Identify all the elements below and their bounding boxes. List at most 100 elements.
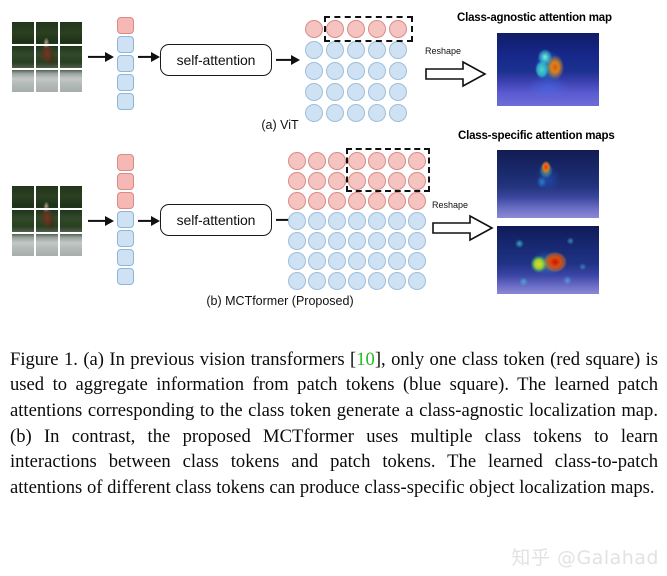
- patch-attention-cell: [348, 212, 366, 230]
- class-attention-cell: [368, 152, 386, 170]
- patch-attention-cell: [368, 252, 386, 270]
- class-specific-attention-map-person: [497, 150, 599, 218]
- patch-attention-cell: [368, 41, 386, 59]
- panel-b-sub-caption: (b) MCTformer (Proposed): [206, 294, 354, 308]
- panel-a-input-image-patches: [12, 22, 82, 92]
- patch-attention-cell: [326, 62, 344, 80]
- patch-attention-cell: [347, 62, 365, 80]
- panel-b-class-to-patch-highlight: [346, 148, 430, 192]
- patch-attention-cell: [389, 104, 407, 122]
- patch-attention-cell: [388, 232, 406, 250]
- patch-token: [117, 74, 134, 91]
- caption-prefix: Figure 1. (a) In previous vision transfo…: [10, 348, 357, 370]
- patch-attention-cell: [408, 212, 426, 230]
- class-attention-cell: [326, 20, 344, 38]
- patch-attention-cell: [388, 272, 406, 290]
- patch-token: [117, 211, 134, 228]
- patch-attention-cell: [288, 232, 306, 250]
- patch-token: [117, 268, 134, 285]
- patch-attention-cell: [368, 212, 386, 230]
- patch-attention-cell: [305, 83, 323, 101]
- arrow-attention-to-grid-a: [276, 55, 300, 65]
- patch-attention-cell: [288, 272, 306, 290]
- class-attention-cell: [368, 172, 386, 190]
- self-attention-label: self-attention: [176, 52, 256, 68]
- patch-attention-cell: [305, 62, 323, 80]
- reshape-arrow-icon: [425, 60, 487, 88]
- patch-attention-cell: [389, 62, 407, 80]
- patch-attention-cell: [408, 252, 426, 270]
- panel-b-attention-grid: [288, 152, 426, 290]
- image-patch: [36, 22, 58, 44]
- image-patch: [60, 46, 82, 68]
- patch-token: [117, 230, 134, 247]
- panel-a-token-column: [117, 17, 134, 112]
- patch-attention-cell: [326, 104, 344, 122]
- reshape-label: Reshape: [432, 200, 469, 210]
- patch-attention-cell: [288, 252, 306, 270]
- image-patch: [36, 234, 58, 256]
- image-patch: [36, 46, 58, 68]
- class-attention-cell: [328, 172, 346, 190]
- class-token: [117, 173, 134, 190]
- panel-a-sub-caption: (a) ViT: [261, 118, 299, 132]
- class-attention-cell: [305, 20, 323, 38]
- patch-attention-cell: [305, 41, 323, 59]
- patch-attention-cell: [308, 212, 326, 230]
- patch-attention-cell: [326, 41, 344, 59]
- arrow-tokens-to-attention-b: [138, 216, 160, 226]
- reshape-arrow-icon: [432, 214, 494, 242]
- image-patch: [12, 22, 34, 44]
- panel-b-reshape-group: Reshape: [432, 200, 498, 244]
- patch-attention-cell: [347, 41, 365, 59]
- class-attention-cell: [328, 152, 346, 170]
- class-attention-cell: [348, 172, 366, 190]
- class-token: [117, 17, 134, 34]
- class-attention-cell: [308, 192, 326, 210]
- image-patch: [12, 186, 34, 208]
- patch-attention-cell: [347, 83, 365, 101]
- patch-token: [117, 249, 134, 266]
- class-attention-cell: [388, 172, 406, 190]
- class-attention-cell: [388, 152, 406, 170]
- class-agnostic-attention-map: [497, 33, 599, 106]
- image-patch: [36, 70, 58, 92]
- image-patch: [60, 210, 82, 232]
- patch-attention-cell: [408, 232, 426, 250]
- image-patch: [12, 210, 34, 232]
- class-attention-cell: [288, 152, 306, 170]
- watermark: 知乎 @Galahad: [511, 547, 659, 569]
- image-patch: [60, 70, 82, 92]
- class-attention-cell: [408, 172, 426, 190]
- patch-attention-cell: [368, 104, 386, 122]
- panel-a-map-heading: Class-agnostic attention map: [457, 12, 612, 24]
- patch-token: [117, 36, 134, 53]
- class-attention-cell: [389, 20, 407, 38]
- class-attention-cell: [328, 192, 346, 210]
- class-attention-cell: [388, 192, 406, 210]
- arrow-image-to-tokens-b: [88, 216, 114, 226]
- self-attention-label: self-attention: [176, 212, 256, 228]
- panel-b-self-attention-block: self-attention: [160, 204, 272, 236]
- caption-citation-link[interactable]: 10: [356, 348, 375, 370]
- class-attention-cell: [408, 152, 426, 170]
- image-patch: [60, 186, 82, 208]
- class-attention-cell: [348, 152, 366, 170]
- class-token: [117, 154, 134, 171]
- class-attention-cell: [368, 192, 386, 210]
- image-patch: [12, 46, 34, 68]
- class-attention-cell: [308, 172, 326, 190]
- patch-attention-cell: [328, 272, 346, 290]
- patch-attention-cell: [368, 83, 386, 101]
- image-patch: [12, 70, 34, 92]
- panel-b-map-heading: Class-specific attention maps: [458, 130, 615, 142]
- patch-attention-cell: [305, 104, 323, 122]
- class-attention-cell: [348, 192, 366, 210]
- patch-attention-cell: [308, 252, 326, 270]
- reshape-label: Reshape: [425, 46, 462, 56]
- patch-attention-cell: [388, 252, 406, 270]
- patch-attention-cell: [308, 232, 326, 250]
- patch-attention-cell: [368, 232, 386, 250]
- patch-token: [117, 93, 134, 110]
- patch-token: [117, 55, 134, 72]
